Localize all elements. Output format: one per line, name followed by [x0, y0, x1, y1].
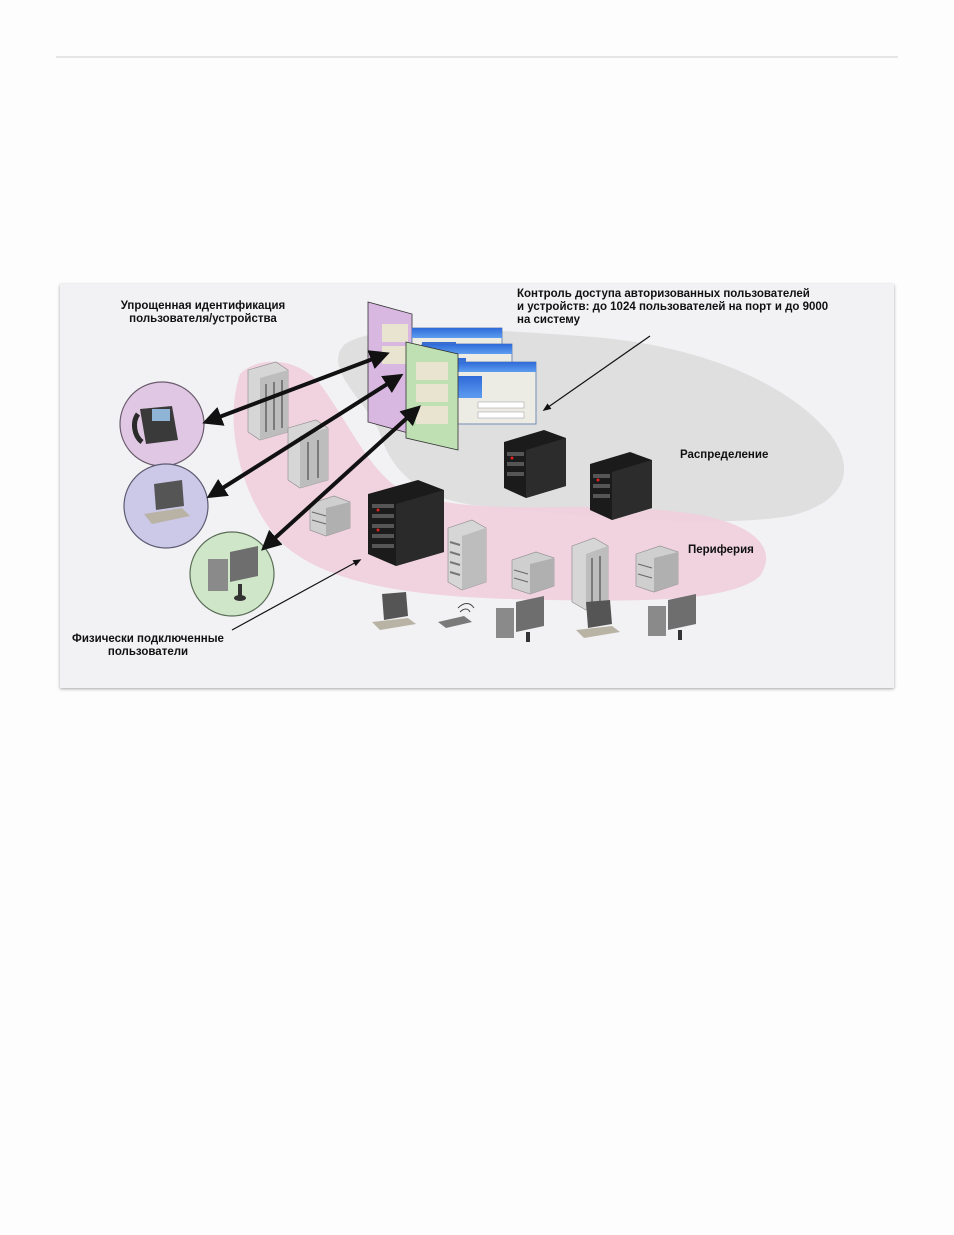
- tower-server-icon: [448, 520, 486, 590]
- chassis-switch-icon: [368, 480, 444, 566]
- identification-label: Упрощенная идентификация пользователя/ус…: [108, 300, 298, 326]
- network-access-diagram: Упрощенная идентификация пользователя/ус…: [60, 284, 894, 688]
- desktop-pc-icon: [496, 596, 544, 642]
- top-rule: [56, 56, 898, 58]
- tower-server-icon: [248, 362, 288, 440]
- diagram-canvas: [60, 284, 894, 688]
- phone-circle: [120, 382, 204, 466]
- physical-users-label: Физически подключенные пользователи: [68, 633, 228, 659]
- distribution-label: Распределение: [680, 449, 768, 462]
- laptop-circle: [124, 464, 208, 548]
- edge-label: Периферия: [688, 544, 754, 557]
- chassis-switch-icon: [504, 430, 566, 498]
- chassis-switch-icon: [590, 452, 652, 520]
- access-control-label: Контроль доступа авторизованных пользова…: [517, 288, 847, 327]
- wireless-device-icon: [438, 604, 474, 629]
- login-window-icon: [368, 302, 412, 434]
- tower-server-icon: [288, 420, 328, 488]
- stackable-switch-icon: [636, 546, 678, 592]
- desktop-circle: [190, 532, 274, 616]
- stackable-switch-icon: [512, 552, 554, 594]
- tower-server-icon: [572, 538, 608, 610]
- login-window-icon: [406, 342, 458, 450]
- laptop-icon: [372, 592, 416, 630]
- desktop-pc-icon: [648, 594, 696, 640]
